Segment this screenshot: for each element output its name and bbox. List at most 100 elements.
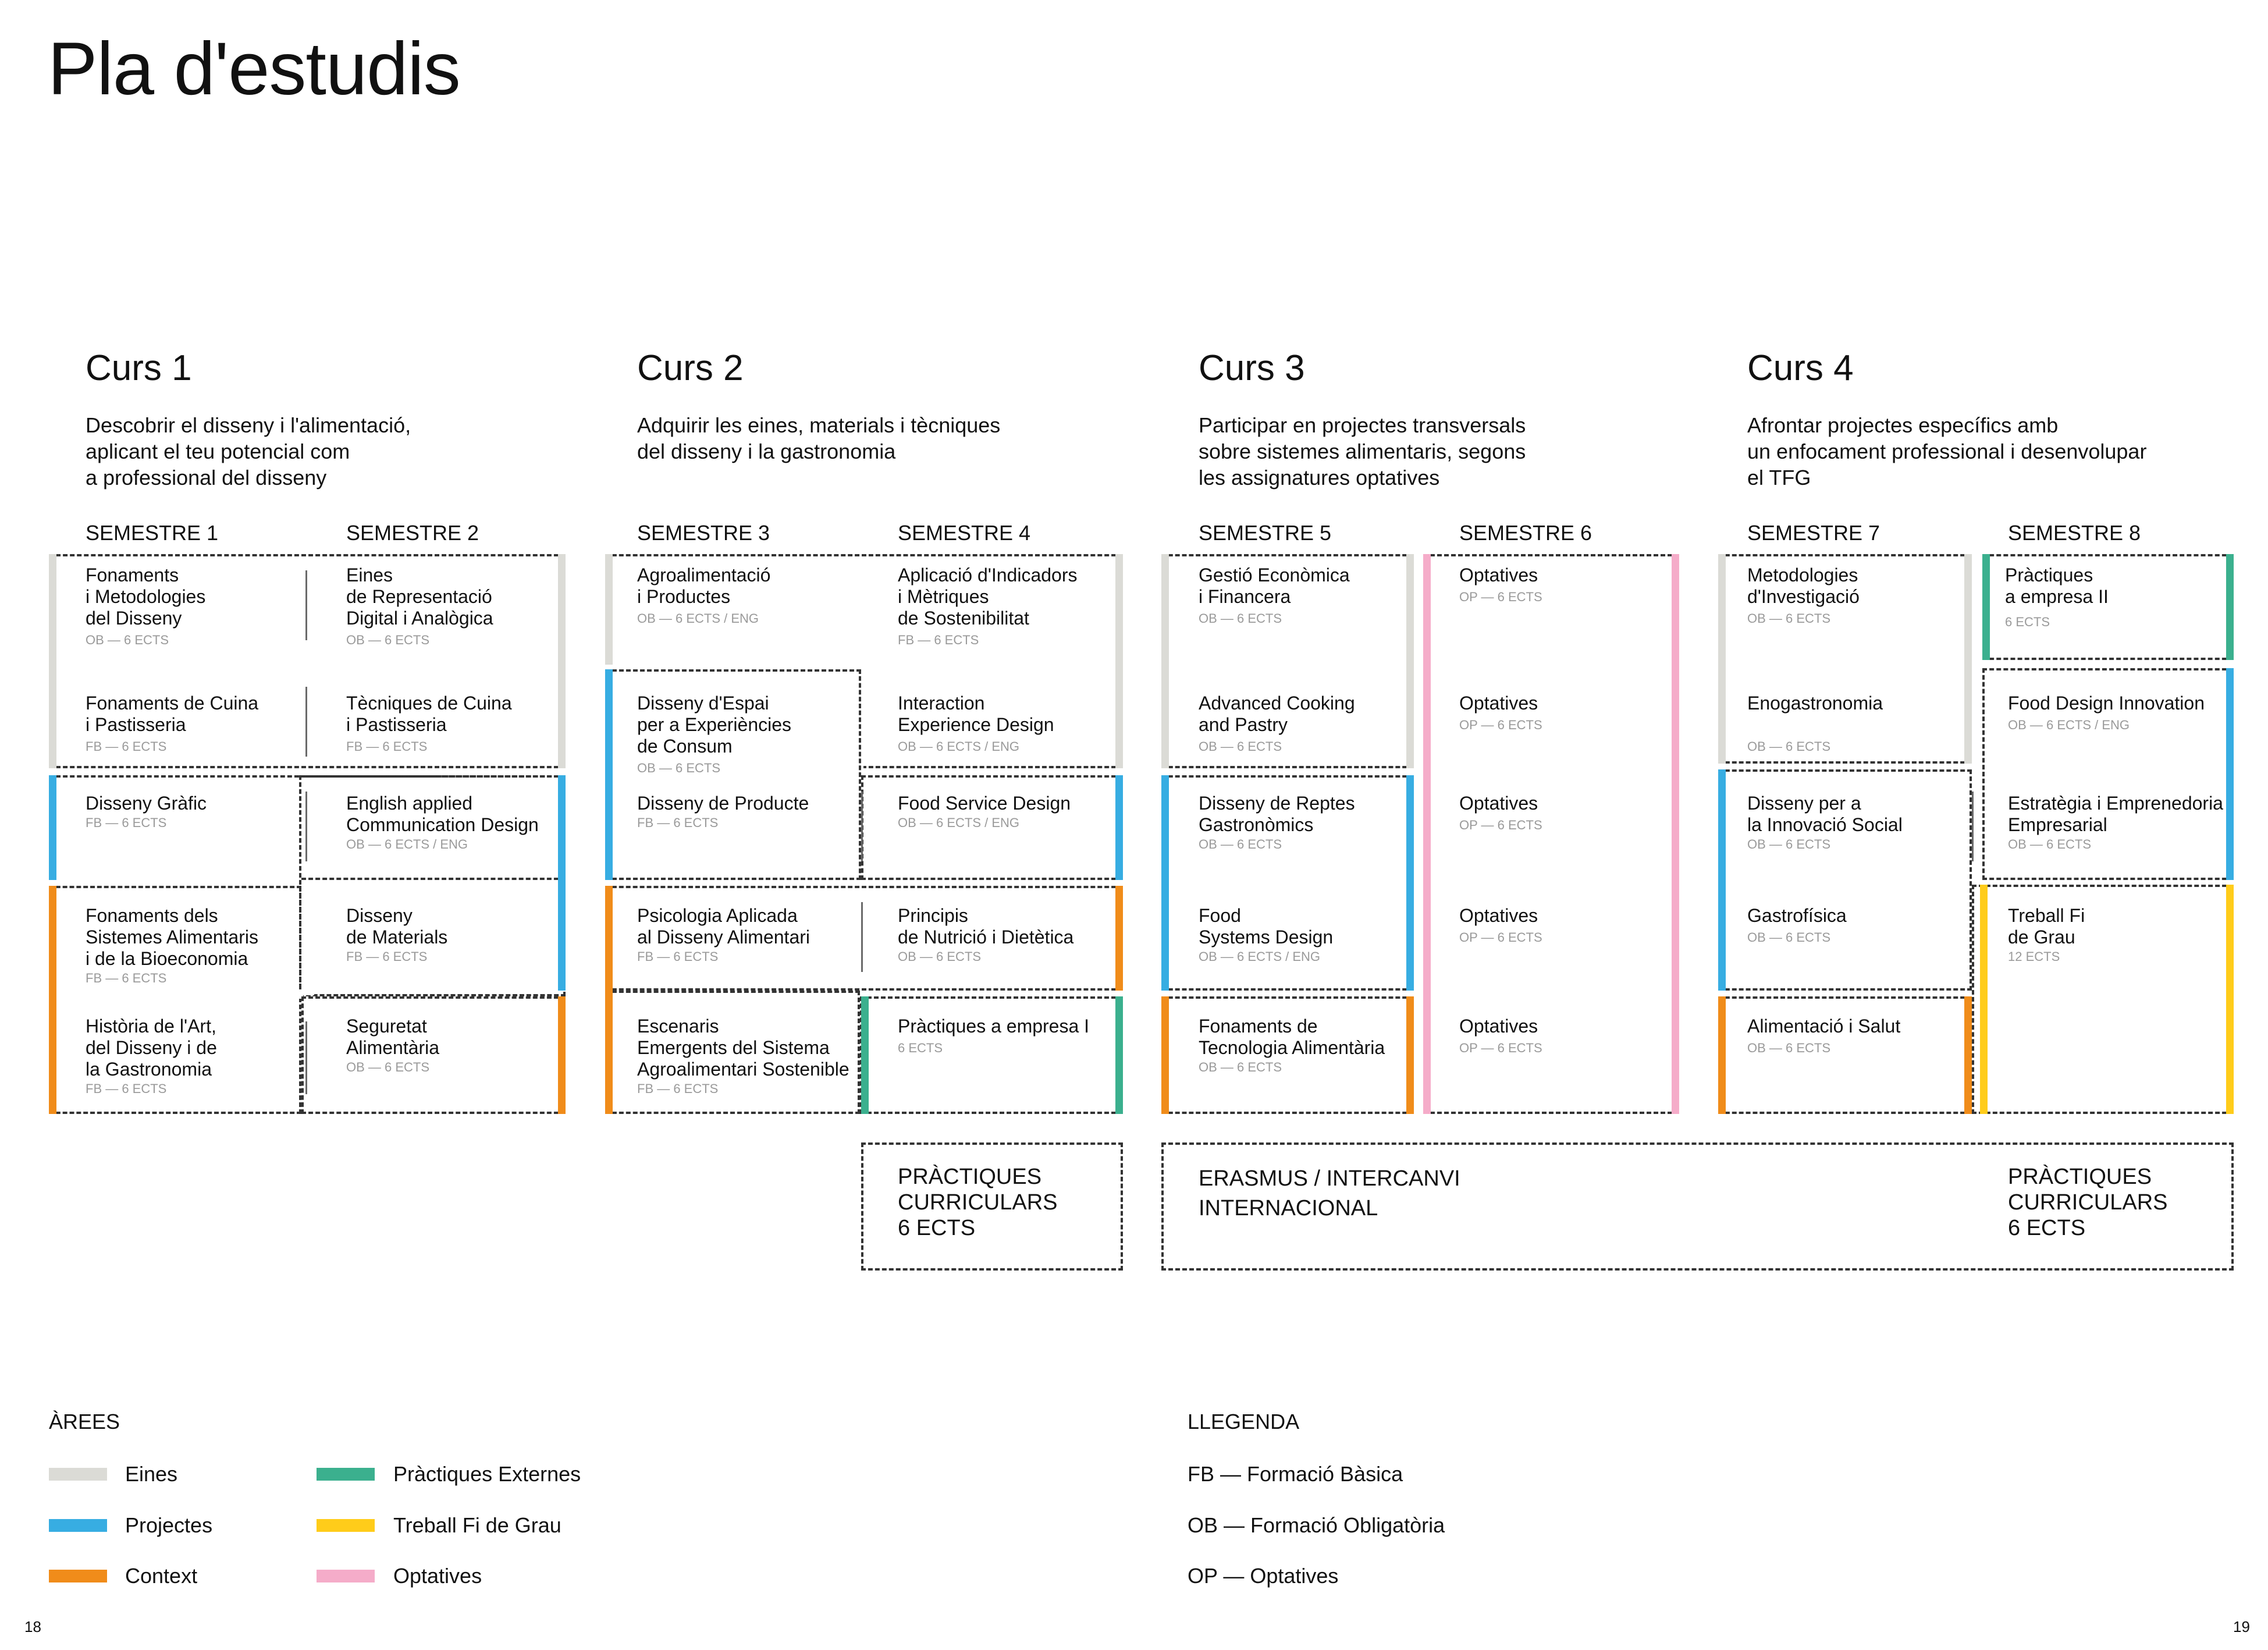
course-meta: OB — 6 ECTS [898,949,982,964]
course-name: Food Service Design [898,793,1071,814]
course-meta: OB — 6 ECTS / ENG [637,611,759,626]
course-name: Alimentació i Salut [1747,1016,1901,1037]
area-bar-context [558,996,566,1114]
practiques-curriculars-box [861,1142,1123,1271]
year-title: Curs 2 [637,348,744,388]
course-name: Gastrofísica [1747,905,1847,926]
course-meta: OB — 6 ECTS [1199,1060,1282,1074]
area-label: Pràctiques Externes [393,1462,581,1486]
course-meta: OB — 6 ECTS [1747,739,1831,754]
course-meta: FB — 6 ECTS [898,633,979,647]
course-meta: OB — 6 ECTS / ENG [2008,718,2130,732]
course-meta: OB — 6 ECTS / ENG [898,815,1020,830]
area-label: Context [125,1564,198,1588]
course-meta: 12 ECTS [2008,949,2060,964]
area-label: Optatives [393,1564,482,1588]
area-bar-optatives [1423,554,1431,1114]
erasmus-box [1161,1142,2234,1271]
course-name: Optatives [1459,565,1538,586]
course-name: Fonaments i Metodologies del Disseny [86,565,206,629]
course-meta: OP — 6 ECTS [1459,718,1542,732]
practiques-curriculars-label: PRÀCTIQUES CURRICULARS 6 ECTS [2008,1165,2168,1240]
area-bar-context [1406,996,1414,1114]
area-bar-tfg [1980,885,1988,1114]
course-name: Optatives [1459,693,1538,714]
course-name: Optatives [1459,793,1538,814]
area-bar-projectes [558,775,566,991]
course-meta: OB — 6 ECTS [1199,611,1282,626]
swatch-tfg [317,1519,375,1532]
erasmus-label: ERASMUS / INTERCANVI INTERNACIONAL [1199,1166,1460,1220]
course-card: Història de l'Art, del Disseny i de la G… [86,1016,217,1097]
area-bar-context [1115,886,1123,991]
course-meta: FB — 6 ECTS [637,1081,719,1096]
course-meta: OB — 6 ECTS [1747,1041,1831,1055]
area-bar-projectes [1161,775,1169,991]
area-bar-projectes [49,775,56,880]
course-name: Food Systems Design [1199,905,1334,948]
swatch-eines [49,1468,107,1481]
course-meta: FB — 6 ECTS [346,949,428,964]
course-name: Eines de Representació Digital i Analògi… [346,565,493,629]
semester-heading: SEMESTRE 2 [346,521,479,545]
course-name: Enogastronomia [1747,693,1883,714]
course-card: Optatives OP — 6 ECTS [1459,793,1542,833]
course-name: Fonaments dels Sistemes Alimentaris i de… [86,905,258,969]
area-bar-context [1964,996,1972,1114]
course-meta: OP — 6 ECTS [1459,930,1542,945]
course-name: Agroalimentació i Productes [637,565,771,607]
area-bar-eines [1964,554,1972,764]
course-card: Escenaris Emergents del Sistema Agroalim… [637,1016,849,1097]
course-meta: OB — 6 ECTS [2008,837,2092,851]
course-card: Disseny d'Espai per a Experiències de Co… [637,693,791,776]
course-name: Pràctiques a empresa II [2005,565,2109,607]
course-card: Enogastronomia OB — 6 ECTS [1747,693,1883,754]
course-meta: OB — 6 ECTS [1199,837,1282,851]
areas-heading: ÀREES [49,1410,120,1433]
separator-line [305,792,307,861]
course-meta: OB — 6 ECTS [1747,930,1831,945]
course-name: Disseny de Producte [637,793,809,814]
year-description: Participar en projectes transversals sob… [1199,413,1526,489]
year-title: Curs 1 [86,348,192,388]
course-meta: FB — 6 ECTS [86,1081,167,1096]
course-meta: OB — 6 ECTS [346,1060,430,1074]
area-bar-projectes [1115,775,1123,880]
area-bar-eines [1718,554,1726,764]
swatch-context [49,1570,107,1582]
course-meta: OB — 6 ECTS [637,761,721,775]
separator-line [1972,792,1974,861]
legend-item: OB — Formació Obligatòria [1188,1513,1445,1537]
year-description: Afrontar projectes específics amb un enf… [1747,413,2147,489]
year-description: Adquirir les eines, materials i tècnique… [637,413,1001,463]
legend-heading: LLEGENDA [1188,1410,1300,1433]
course-name: Metodologies d'Investigació [1747,565,1860,607]
course-name: Gestió Econòmica i Financera [1199,565,1350,607]
area-bar-practiques [2226,554,2234,660]
course-name: Aplicació d'Indicadors i Mètriques de So… [898,565,1078,629]
area-bar-eines [605,554,613,665]
course-meta: OB — 6 ECTS [1747,611,1831,626]
course-meta: OP — 6 ECTS [1459,818,1542,832]
course-meta: FB — 6 ECTS [86,815,167,830]
semester-heading: SEMESTRE 1 [86,521,219,545]
year-title: Curs 4 [1747,348,1854,388]
course-meta: FB — 6 ECTS [86,971,167,985]
area-bar-eines [49,554,56,768]
separator-line [305,570,307,640]
course-name: Fonaments de Cuina i Pastisseria [86,693,259,735]
semester-heading: SEMESTRE 3 [637,521,770,545]
course-meta: FB — 6 ECTS [346,739,428,754]
